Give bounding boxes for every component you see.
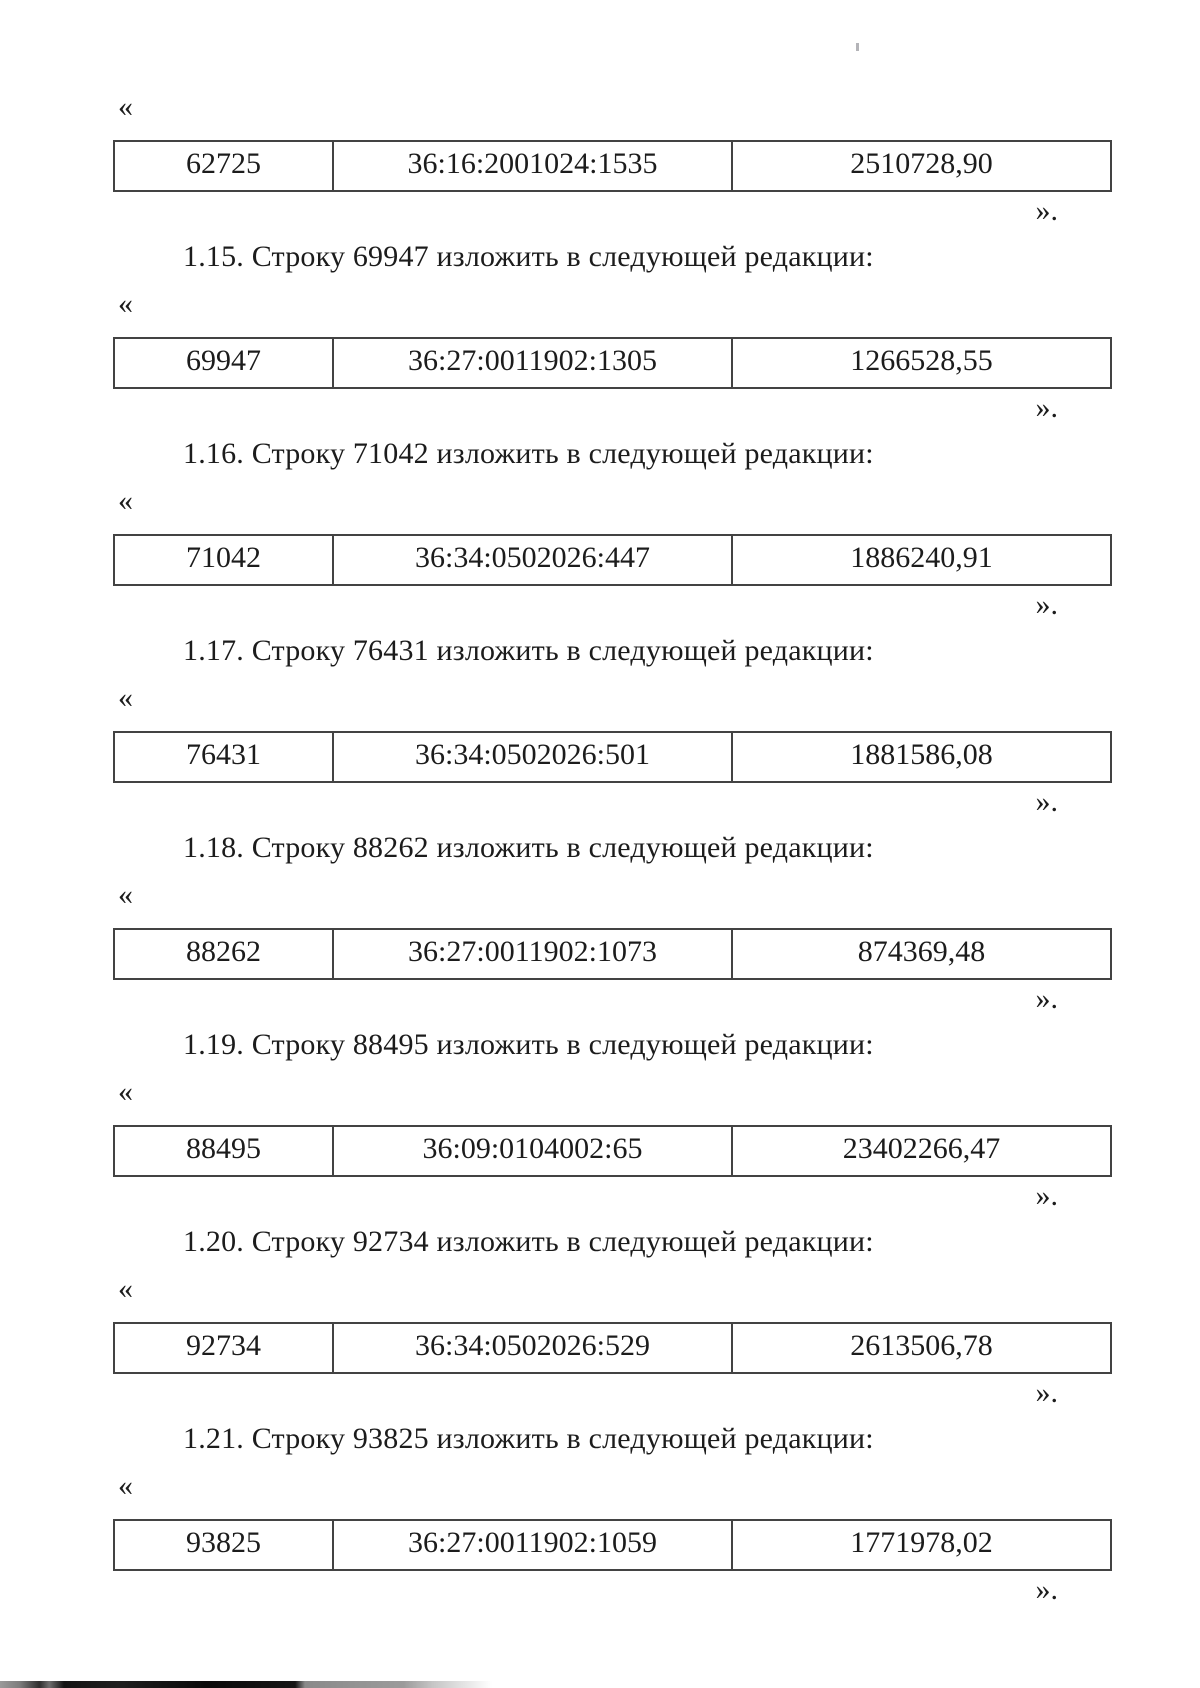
open-quote: «: [118, 287, 133, 320]
table-row: 88495 36:09:0104002:65 23402266,47: [113, 1125, 1112, 1177]
amendment-table: 76431 36:34:0502026:501 1881586,08: [113, 731, 1112, 783]
cell-cadastral-number: 36:27:0011902:1073: [332, 928, 733, 980]
table-row: 71042 36:34:0502026:447 1886240,91: [113, 534, 1112, 586]
cell-row-number: 76431: [113, 731, 334, 783]
amendment-table: 88262 36:27:0011902:1073 874369,48: [113, 928, 1112, 980]
table-row: 88262 36:27:0011902:1073 874369,48: [113, 928, 1112, 980]
open-quote: «: [118, 1272, 133, 1305]
amendment-table: 69947 36:27:0011902:1305 1266528,55: [113, 337, 1112, 389]
cell-cadastral-number: 36:34:0502026:529: [332, 1322, 733, 1374]
cell-row-number: 92734: [113, 1322, 334, 1374]
close-quote: ».: [1035, 982, 1059, 1015]
document-section: 1.20. Строку 92734 изложить в следующей …: [113, 1225, 1112, 1409]
table-row: 92734 36:34:0502026:529 2613506,78: [113, 1322, 1112, 1374]
document-section: 1.21. Строку 93825 изложить в следующей …: [113, 1422, 1112, 1606]
document-section: 1.19. Строку 88495 изложить в следующей …: [113, 1028, 1112, 1212]
close-quote: ».: [1035, 1179, 1059, 1212]
table-row: 62725 36:16:2001024:1535 2510728,90: [113, 140, 1112, 192]
cell-cadastral-number: 36:27:0011902:1305: [332, 337, 733, 389]
open-quote: «: [118, 484, 133, 517]
cell-value: 1266528,55: [731, 337, 1112, 389]
cell-value: 1881586,08: [731, 731, 1112, 783]
close-quote: ».: [1035, 785, 1059, 818]
cell-value: 2510728,90: [731, 140, 1112, 192]
section-heading: 1.15. Строку 69947 изложить в следующей …: [183, 240, 874, 273]
close-quote: ».: [1035, 1573, 1059, 1606]
open-quote: «: [118, 878, 133, 911]
document-content: « 62725 36:16:2001024:1535 2510728,90 ».…: [113, 0, 1112, 1606]
cell-cadastral-number: 36:09:0104002:65: [332, 1125, 733, 1177]
cell-row-number: 62725: [113, 140, 334, 192]
cell-cadastral-number: 36:34:0502026:447: [332, 534, 733, 586]
cell-cadastral-number: 36:16:2001024:1535: [332, 140, 733, 192]
section-heading: 1.19. Строку 88495 изложить в следующей …: [183, 1028, 874, 1061]
section-heading: 1.21. Строку 93825 изложить в следующей …: [183, 1422, 874, 1455]
section-heading: 1.16. Строку 71042 изложить в следующей …: [183, 437, 874, 470]
amendment-table: 88495 36:09:0104002:65 23402266,47: [113, 1125, 1112, 1177]
cell-value: 1886240,91: [731, 534, 1112, 586]
cell-value: 1771978,02: [731, 1519, 1112, 1571]
amendment-table: 62725 36:16:2001024:1535 2510728,90: [113, 140, 1112, 192]
amendment-table: 93825 36:27:0011902:1059 1771978,02: [113, 1519, 1112, 1571]
cell-row-number: 88495: [113, 1125, 334, 1177]
table-row: 69947 36:27:0011902:1305 1266528,55: [113, 337, 1112, 389]
section-heading: 1.17. Строку 76431 изложить в следующей …: [183, 634, 874, 667]
document-section: 1.17. Строку 76431 изложить в следующей …: [113, 634, 1112, 818]
table-row: 93825 36:27:0011902:1059 1771978,02: [113, 1519, 1112, 1571]
close-quote: ».: [1035, 391, 1059, 424]
open-quote: «: [118, 90, 133, 123]
cell-cadastral-number: 36:27:0011902:1059: [332, 1519, 733, 1571]
open-quote: «: [118, 681, 133, 714]
cell-cadastral-number: 36:34:0502026:501: [332, 731, 733, 783]
cell-row-number: 93825: [113, 1519, 334, 1571]
document-section: 1.18. Строку 88262 изложить в следующей …: [113, 831, 1112, 1015]
cell-value: 23402266,47: [731, 1125, 1112, 1177]
scanner-edge-artifact: [0, 1681, 492, 1688]
section-heading: 1.18. Строку 88262 изложить в следующей …: [183, 831, 874, 864]
open-quote: «: [118, 1075, 133, 1108]
table-row: 76431 36:34:0502026:501 1881586,08: [113, 731, 1112, 783]
cell-row-number: 88262: [113, 928, 334, 980]
section-heading: 1.20. Строку 92734 изложить в следующей …: [183, 1225, 874, 1258]
scan-speck-artifact: [856, 43, 859, 51]
close-quote: ».: [1035, 1376, 1059, 1409]
open-quote: «: [118, 1469, 133, 1502]
amendment-table: 92734 36:34:0502026:529 2613506,78: [113, 1322, 1112, 1374]
cell-value: 874369,48: [731, 928, 1112, 980]
document-section: 1.16. Строку 71042 изложить в следующей …: [113, 437, 1112, 621]
cell-value: 2613506,78: [731, 1322, 1112, 1374]
cell-row-number: 71042: [113, 534, 334, 586]
close-quote: ».: [1035, 194, 1059, 227]
document-section: « 62725 36:16:2001024:1535 2510728,90 ».: [113, 90, 1112, 227]
cell-row-number: 69947: [113, 337, 334, 389]
amendment-table: 71042 36:34:0502026:447 1886240,91: [113, 534, 1112, 586]
close-quote: ».: [1035, 588, 1059, 621]
document-section: 1.15. Строку 69947 изложить в следующей …: [113, 240, 1112, 424]
